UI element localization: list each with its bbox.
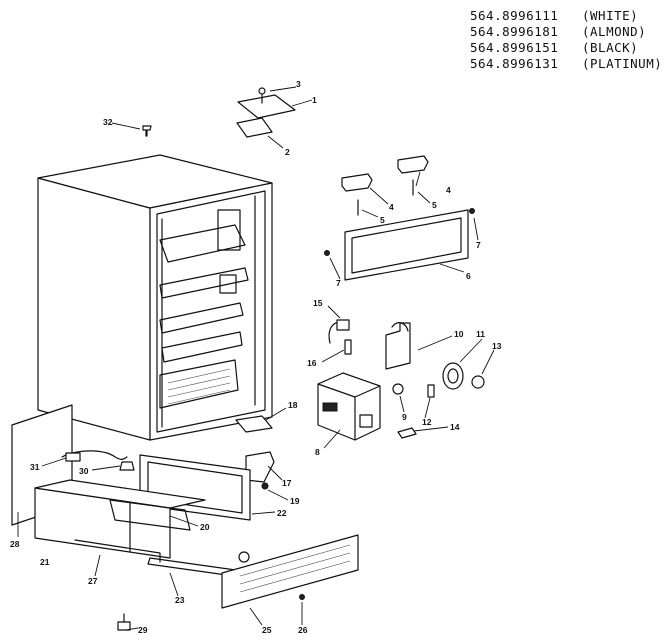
model-color: (WHITE)	[582, 8, 639, 23]
callout-6: 6	[466, 271, 471, 281]
callout-22: 22	[277, 508, 287, 518]
model-row: 564.8996151 (BLACK)	[470, 40, 662, 56]
model-row: 564.8996131 (PLATINUM)	[470, 56, 662, 72]
model-row: 564.8996181 (ALMOND)	[470, 24, 662, 40]
base-parts	[11, 404, 251, 579]
callout-1b: 1	[312, 95, 317, 105]
callout-32: 32	[103, 117, 113, 127]
door-hinge-assemblies	[341, 155, 429, 216]
callout-31: 31	[30, 462, 40, 472]
callout-13: 13	[492, 341, 502, 351]
callout-15: 15	[313, 298, 323, 308]
callout-4a: 4	[389, 202, 394, 212]
callout-1: 3	[296, 79, 301, 89]
callout-leaders	[17, 86, 495, 631]
callout-27: 27	[88, 576, 98, 586]
model-number: 564.8996151	[470, 40, 559, 55]
model-number-list: 564.8996111 (WHITE) 564.8996181 (ALMOND) 5…	[470, 8, 662, 72]
model-color: (ALMOND)	[582, 24, 647, 39]
callout-17: 17	[282, 478, 292, 488]
callout-7b: 7	[336, 278, 341, 288]
callout-29: 29	[138, 625, 148, 635]
model-color: (BLACK)	[582, 40, 639, 55]
model-number: 564.8996131	[470, 56, 559, 71]
cooling-components	[317, 319, 485, 441]
model-row: 564.8996111 (WHITE)	[470, 8, 662, 24]
callout-16: 16	[307, 358, 317, 368]
callout-11: 11	[476, 329, 485, 339]
callout-21: 21	[40, 557, 50, 567]
callout-2: 2	[285, 147, 290, 157]
callout-10: 10	[454, 329, 464, 339]
callout-25: 25	[262, 625, 272, 635]
callout-23: 23	[175, 595, 185, 605]
callout-28: 28	[10, 539, 20, 549]
model-number: 564.8996111	[470, 8, 559, 23]
callout-9: 9	[402, 412, 407, 422]
callout-4b: 4	[446, 185, 451, 195]
callout-14: 14	[450, 422, 460, 432]
callout-19: 19	[290, 496, 300, 506]
callout-numbers: 3 1 2 32 4 4 5 5 6 7 7 8 9 10 11 12 13 1…	[10, 79, 502, 635]
model-number: 564.8996181	[470, 24, 559, 39]
model-color: (PLATINUM)	[582, 56, 663, 71]
callout-12: 12	[422, 417, 432, 427]
front-grille-and-hardware	[61, 450, 359, 631]
callout-20: 20	[200, 522, 210, 532]
callout-5a: 5	[380, 215, 385, 225]
callout-5b: 5	[432, 200, 437, 210]
callout-8: 8	[315, 447, 320, 457]
refrigerator-cabinet	[37, 154, 273, 441]
door-shelf	[324, 208, 475, 281]
callout-18: 18	[288, 400, 298, 410]
callout-7a: 7	[476, 240, 481, 250]
top-hinge-assembly	[142, 87, 296, 138]
callout-26: 26	[298, 625, 308, 635]
callout-30: 30	[79, 466, 89, 476]
